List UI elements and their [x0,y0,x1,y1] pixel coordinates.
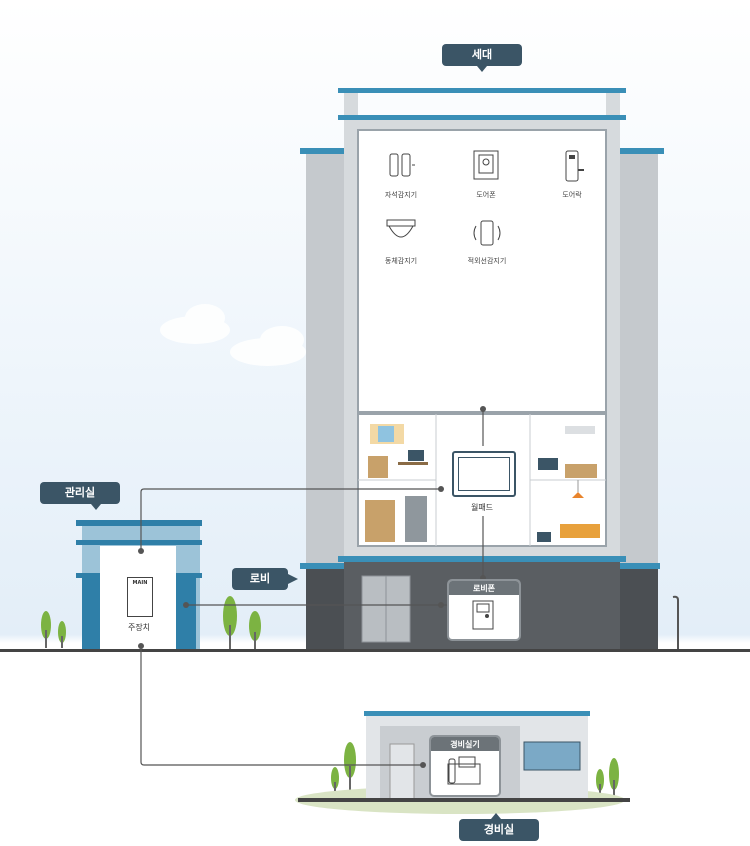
lobby-callout: 로비 [232,568,288,590]
household-callout: 세대 [442,44,522,66]
connection-lines [140,409,484,766]
guard-phone-header [431,737,499,751]
guard-phone-icon [447,755,481,785]
callout-pointer [91,504,101,510]
wallpad-device [452,451,516,497]
lobby-phone-header [449,581,519,595]
motion-sensor-icon [385,218,417,246]
wallpad-label: 월패드 [470,503,494,512]
callout-pointer [477,66,487,72]
callout-pointer [491,813,501,819]
cloud-decoration [160,304,306,366]
infrared-sensor-icon [470,218,504,248]
lobby-phone-icon [472,600,494,630]
management-office-callout: 관리실 [40,482,120,504]
tree-decoration [41,596,619,798]
callout-pointer [288,574,298,584]
main-unit-badge: MAIN [132,580,148,586]
main-unit-icon: MAIN [127,577,153,617]
guard-room-callout: 경비실 [459,819,539,841]
sensor-label: 도어폰 [476,191,496,199]
sensor-label: 자석감지기 [384,191,418,199]
connection-dots [138,406,486,768]
guard-phone-title: 경비실기 [450,740,480,749]
sensor-label: 적외선감지기 [467,257,507,265]
door-lock-icon [563,150,585,184]
guard-phone-box [429,735,501,797]
wallpad-screen [458,457,510,491]
sensor-label: 도어락 [562,191,582,199]
magnetic-sensor-icon [387,150,415,180]
main-unit-label: 주장치 [127,623,151,632]
lobby-phone-box [447,579,521,641]
door-phone-icon [473,150,499,180]
sensor-label: 동체감지기 [384,257,418,265]
room-furniture-decoration [365,424,600,542]
lobby-phone-title: 로비폰 [472,584,496,593]
